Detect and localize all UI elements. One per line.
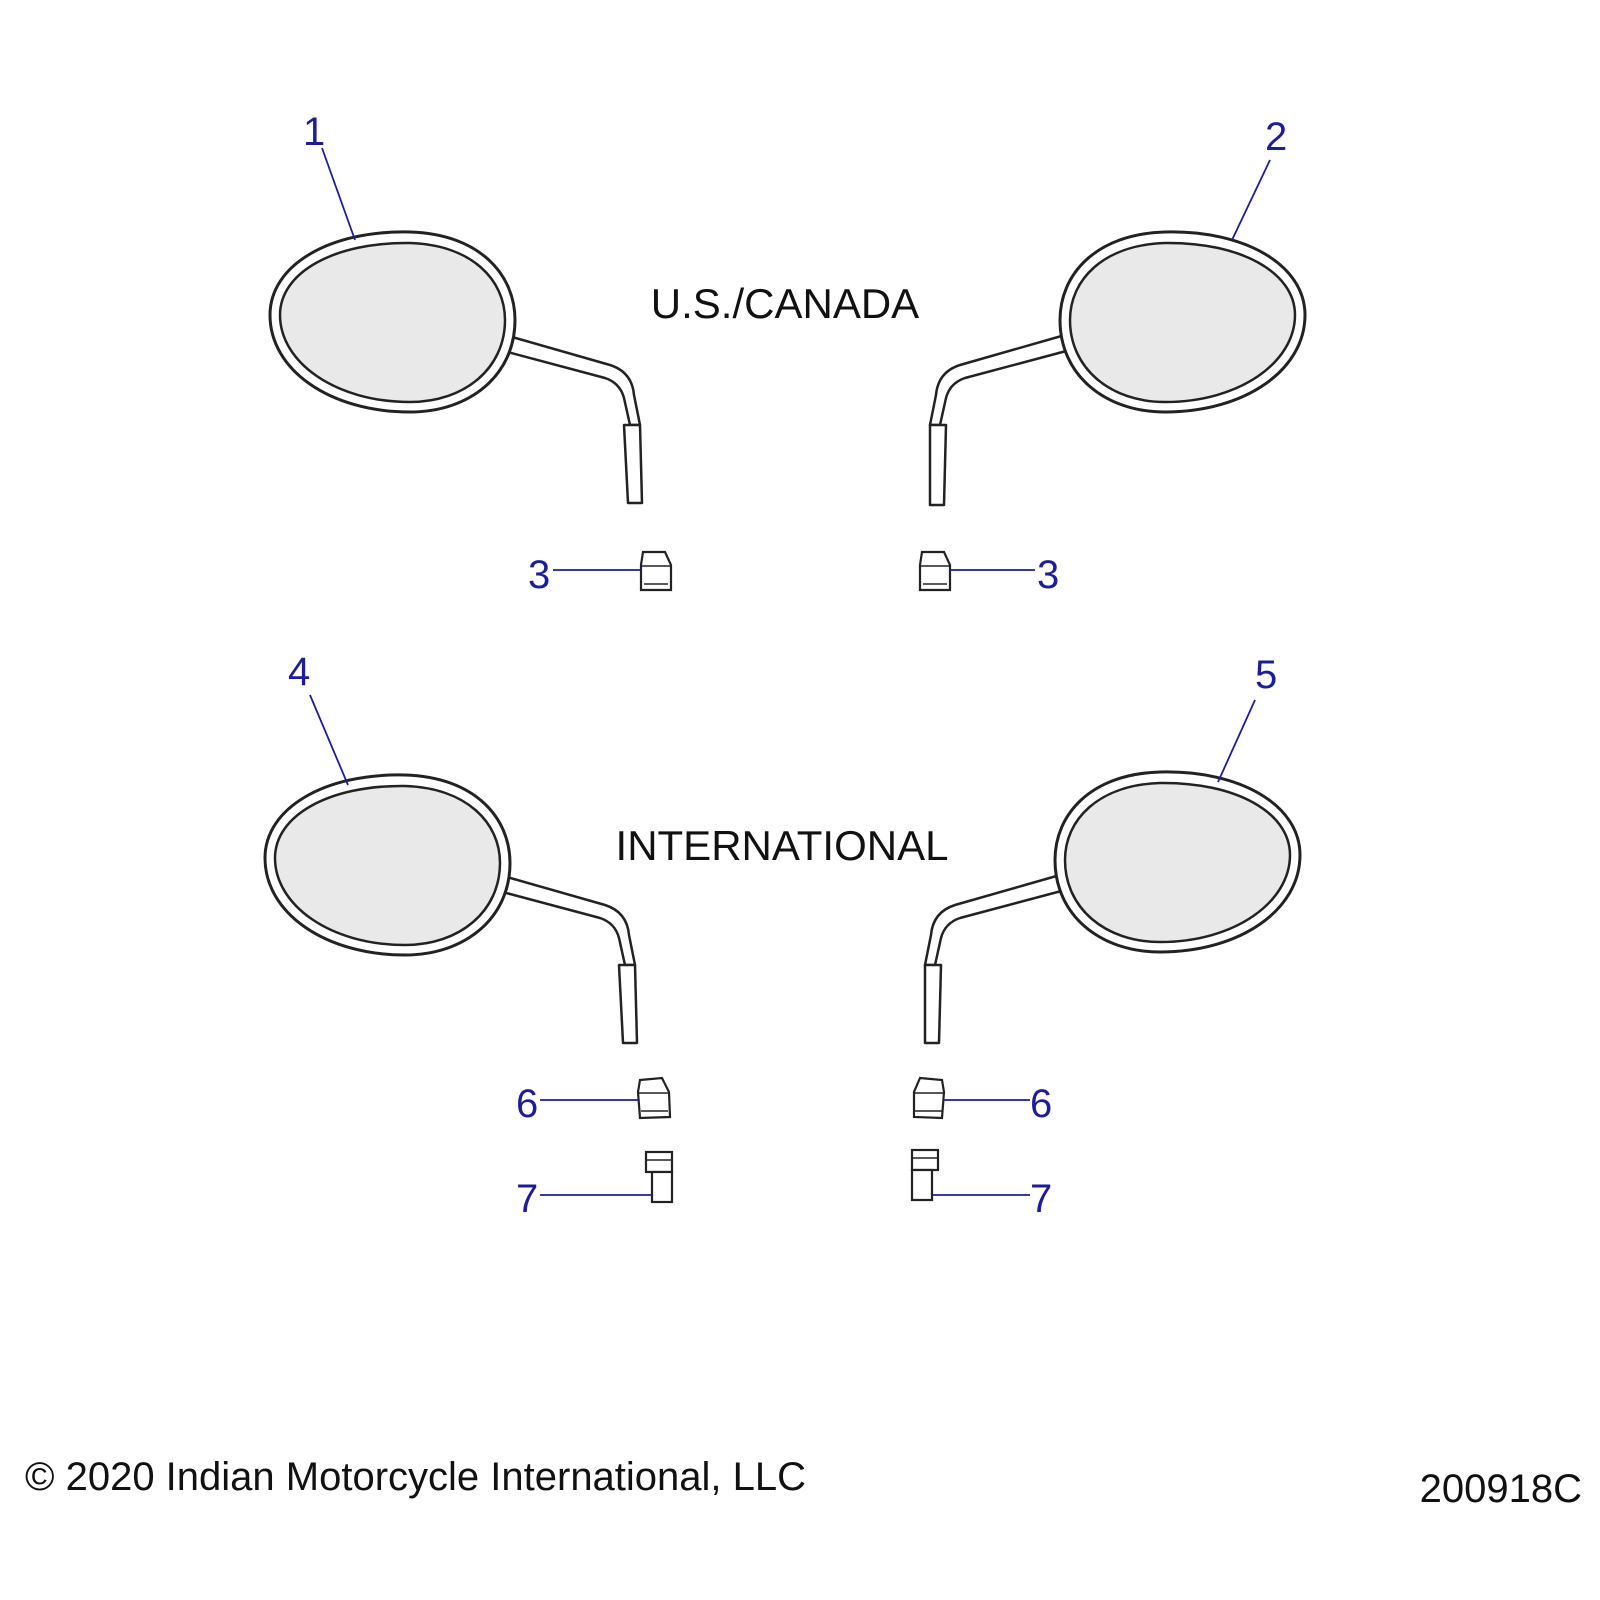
- leader-4: [309, 694, 349, 786]
- mirror-left-international: [263, 773, 639, 1045]
- mirror-right-international: [923, 770, 1302, 1045]
- mirror-right-us-canada: [928, 230, 1307, 507]
- callout-5: 5: [1255, 653, 1277, 697]
- callout-2: 2: [1265, 115, 1287, 159]
- callout-4: 4: [288, 650, 310, 694]
- copyright-notice: © 2020 Indian Motorcycle International, …: [25, 1455, 806, 1499]
- mirror-left-us-canada: [268, 230, 644, 505]
- leader-1: [321, 147, 356, 241]
- region-label-us-canada: U.S./CANADA: [651, 280, 919, 327]
- bushing-7-right: [910, 1148, 940, 1202]
- adapter-3-right: [918, 550, 952, 592]
- leader-5: [1217, 699, 1256, 783]
- callout-6-left: 6: [516, 1082, 538, 1126]
- bushing-7-left: [644, 1150, 674, 1204]
- callout-7-right: 7: [1030, 1177, 1052, 1221]
- callout-1: 1: [303, 110, 325, 154]
- callout-numbers: 1 2 3 3 4 5 6 6 7 7: [288, 110, 1287, 1221]
- callout-6-right: 6: [1030, 1082, 1052, 1126]
- callout-3-left: 3: [528, 553, 550, 597]
- adapter-6-left: [636, 1076, 672, 1120]
- region-label-international: INTERNATIONAL: [616, 822, 949, 869]
- leader-2: [1231, 159, 1271, 241]
- callout-3-right: 3: [1037, 553, 1059, 597]
- callout-7-left: 7: [516, 1177, 538, 1221]
- adapter-3-left: [639, 550, 673, 592]
- adapter-6-right: [912, 1076, 946, 1120]
- drawing-number: 200918C: [1420, 1467, 1582, 1511]
- leader-lines: [309, 147, 1271, 1196]
